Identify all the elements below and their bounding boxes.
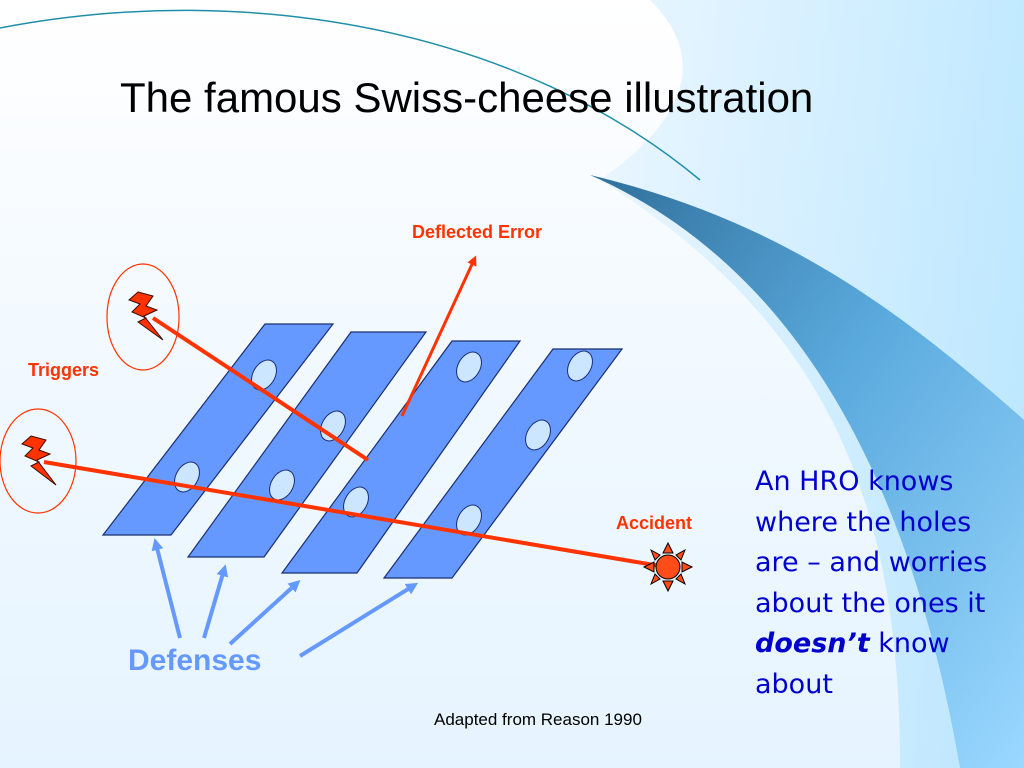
hole (251, 359, 277, 391)
defense-layer (382, 348, 624, 579)
trigger-top (106, 263, 180, 371)
hole (456, 351, 482, 383)
source-credit: Adapted from Reason 1990 (434, 710, 642, 729)
background-arc-line (0, 9, 701, 181)
hro-note-text: An HRO knows where the holes are – and w… (755, 466, 988, 619)
accident-label: Accident (616, 513, 693, 533)
defense-arrows (151, 538, 419, 658)
hole (343, 486, 369, 518)
deflected-error-label: Deflected Error (412, 222, 543, 242)
trajectory-deflected (151, 255, 477, 462)
hro-note: An HRO knows where the holes are – and w… (755, 462, 1017, 705)
background-blue-wedge (590, 175, 1024, 768)
defense-layer (280, 340, 522, 574)
lightning-bolt-icon (21, 435, 57, 486)
sun-burst-icon (642, 541, 694, 593)
hro-note-emphasis: doesn’t (755, 628, 870, 659)
slide-title: The famous Swiss-cheese illustration (120, 74, 814, 121)
hole (567, 350, 593, 382)
triggers-label: Triggers (28, 360, 100, 380)
hro-note-text-end: know about (755, 628, 950, 700)
lightning-bolt-icon (128, 291, 164, 341)
defenses-label: Defenses (128, 644, 262, 677)
hole (525, 419, 551, 451)
trigger-bottom (0, 408, 77, 514)
trajectory-accident (43, 460, 661, 568)
